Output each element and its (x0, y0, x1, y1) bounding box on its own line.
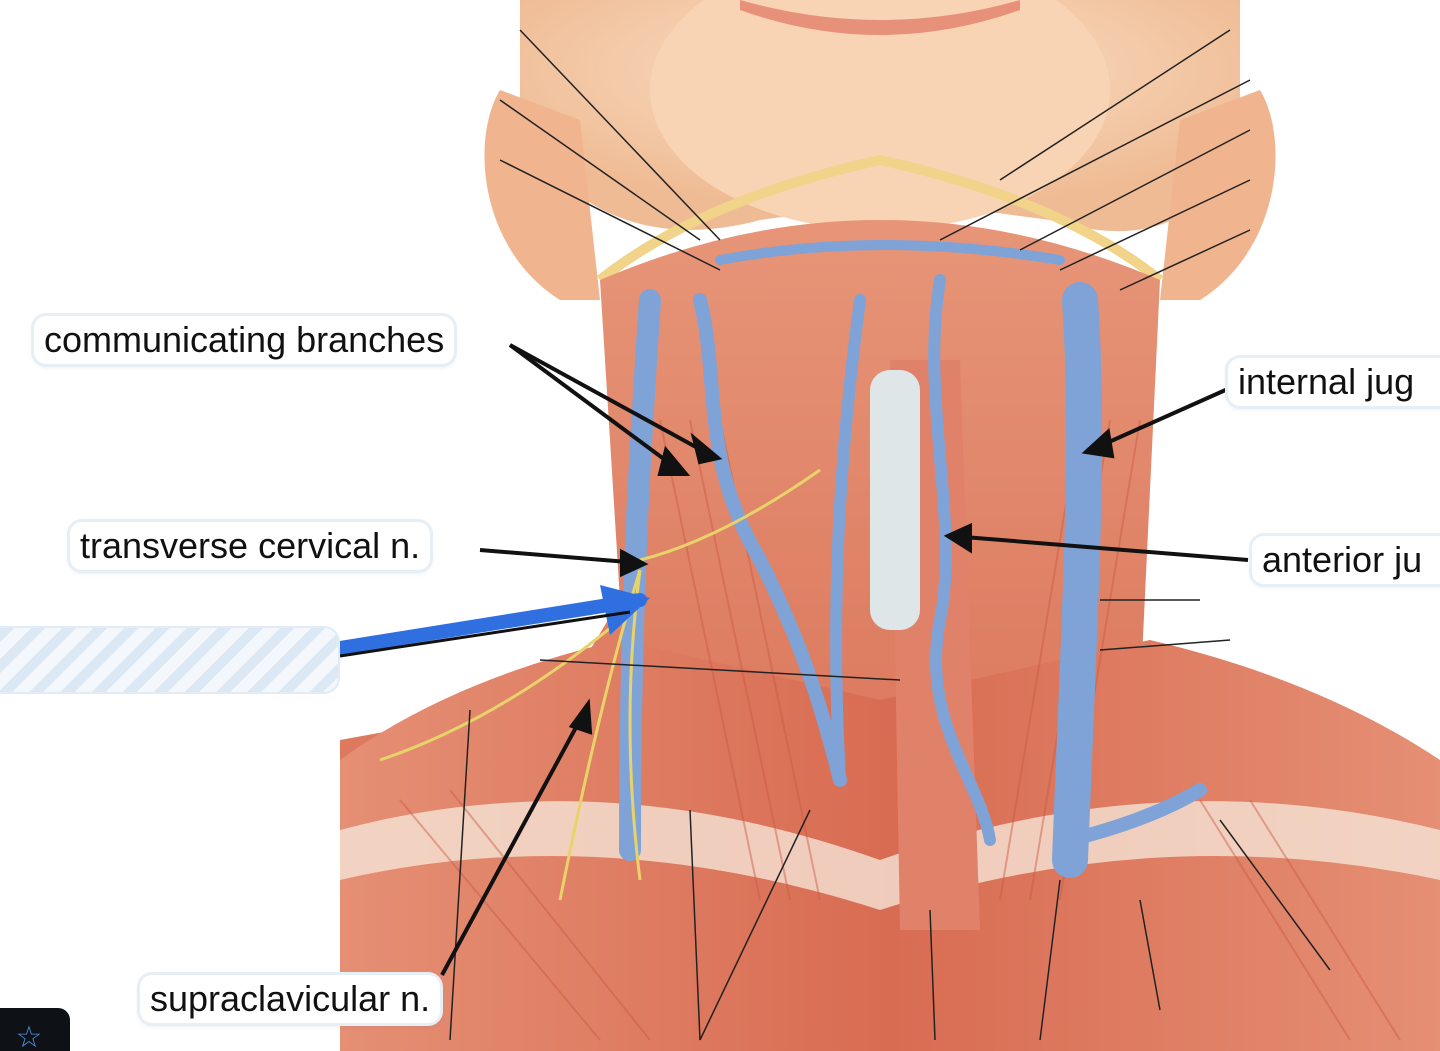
left-ear (484, 90, 600, 300)
internal-jugular-vein (1052, 282, 1103, 878)
trachea (870, 370, 920, 630)
label-internal-jugular: internal jug (1228, 358, 1440, 406)
subclavian-branch (1063, 783, 1207, 847)
star-button[interactable]: ☆ (0, 1008, 70, 1051)
arrow-anterior-jugular (963, 535, 1249, 562)
arrow-supraclavicular (440, 719, 582, 976)
label-communicating-branches: communicating branches (34, 316, 455, 364)
supraclavicular-nerve-3 (379, 618, 621, 762)
label-anterior-jugular: anterior ju (1252, 536, 1440, 584)
mandible-line (596, 154, 1164, 284)
arrow-communicating-1 (509, 343, 706, 454)
arrow-internal-jugular (1099, 386, 1231, 448)
blue-marker-head (600, 585, 650, 635)
label-supraclavicular-nerve: supraclavicular n. (140, 975, 441, 1023)
lips (740, 0, 1020, 35)
anterior-jugular-vein (928, 274, 996, 846)
submental-branch (715, 240, 1065, 265)
central-vein (830, 294, 866, 786)
blank-answer-box[interactable] (0, 628, 338, 692)
left-facial-vein (693, 293, 847, 787)
arrow-communicating-2 (508, 343, 674, 467)
star-icon: ☆ (15, 1021, 43, 1051)
shoulders (340, 640, 1440, 1051)
arrow-transverse (479, 548, 629, 564)
label-transverse-cervical-nerve: transverse cervical n. (70, 522, 431, 570)
clavicle-region (340, 801, 1440, 910)
transverse-cervical-nerve (639, 468, 821, 562)
chin (650, 0, 1110, 230)
blue-marker-stroke (333, 593, 647, 655)
